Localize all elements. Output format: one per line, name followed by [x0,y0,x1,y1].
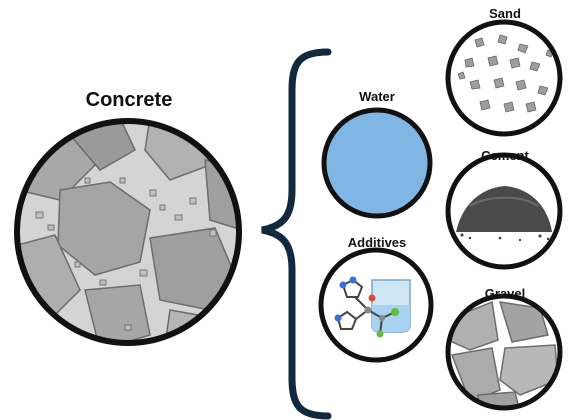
sand-label: Sand [489,6,521,21]
additives-label: Additives [347,235,407,250]
grouping-brace [261,48,332,420]
concrete-cross-section-icon [14,118,242,346]
water-circle-icon [321,107,433,219]
cement-label: Cement [481,148,529,163]
gravel-stones-icon [445,293,563,411]
gravel-label: Gravel [484,286,526,301]
chemical-molecule-beaker-icon [318,247,434,363]
cement-pile-icon [445,152,563,270]
sand-grains-icon [445,19,563,137]
water-label: Water [359,89,395,104]
concrete-title: Concrete [85,89,173,111]
